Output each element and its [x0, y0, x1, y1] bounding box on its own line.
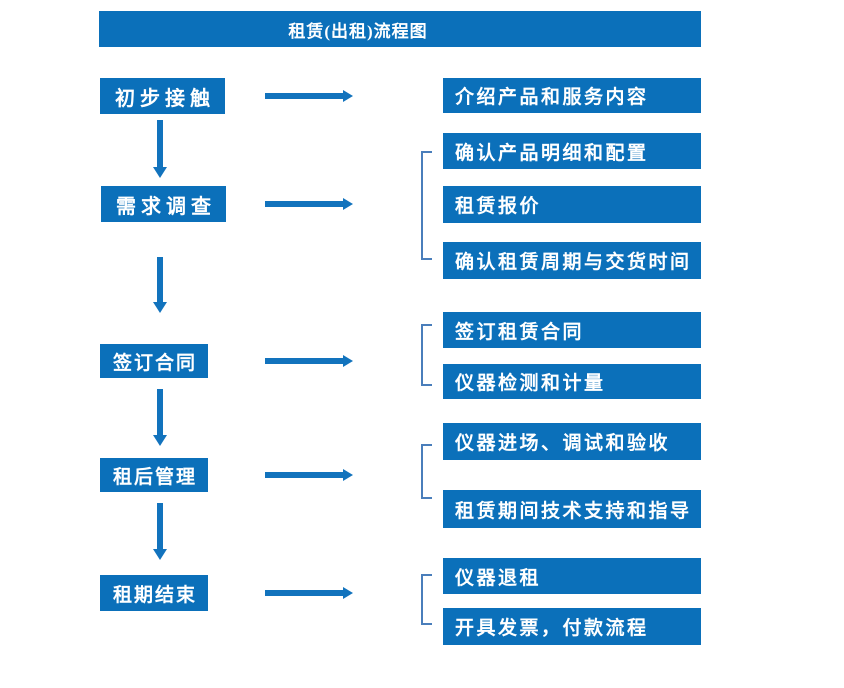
bracket-group-sign-contract [421, 324, 432, 386]
arrow-shaft [265, 358, 344, 364]
step-demand-survey: 需求调查 [101, 186, 226, 222]
bracket-group-rental-end [421, 574, 432, 625]
arrow-shaft [265, 201, 344, 207]
arrow-down-head-icon [153, 549, 167, 560]
detail-instrument-setup-acceptance: 仪器进场、调试和验收 [443, 423, 701, 460]
detail-invoice-payment-process: 开具发票，付款流程 [443, 608, 701, 645]
arrow-right-head-icon [343, 90, 353, 102]
step-rental-end: 租期结束 [100, 575, 208, 611]
arrow-shaft [265, 472, 344, 478]
detail-sign-rental-contract: 签订租赁合同 [443, 312, 701, 348]
arrow-down-demand-to-sign [153, 257, 167, 313]
arrow-right-head-icon [343, 198, 353, 210]
arrow-right-head-icon [343, 469, 353, 481]
detail-rental-quotation: 租赁报价 [443, 186, 701, 223]
arrow-right-sign-contract [265, 355, 353, 367]
arrow-down-initial-to-demand [153, 120, 167, 178]
arrow-down-head-icon [153, 302, 167, 313]
detail-introduce-products-services: 介绍产品和服务内容 [443, 78, 701, 113]
arrow-shaft [157, 389, 163, 436]
bracket-group-post-rental [421, 444, 432, 499]
arrow-down-head-icon [153, 435, 167, 446]
step-initial-contact: 初步接触 [100, 78, 225, 114]
detail-instrument-inspection-metering: 仪器检测和计量 [443, 364, 701, 399]
step-sign-contract: 签订合同 [100, 344, 208, 378]
arrow-down-post-to-end [153, 503, 167, 560]
arrow-shaft [157, 257, 163, 303]
page-title: 租赁(出租)流程图 [288, 21, 428, 41]
arrow-right-post-rental [265, 469, 353, 481]
detail-instrument-return: 仪器退租 [443, 558, 701, 594]
arrow-right-demand-survey [265, 198, 353, 210]
arrow-down-head-icon [153, 167, 167, 178]
detail-confirm-product-config: 确认产品明细和配置 [443, 133, 701, 169]
arrow-right-initial-contact [265, 90, 353, 102]
arrow-shaft [157, 503, 163, 550]
arrow-right-rental-end [265, 587, 353, 599]
bracket-group-demand-survey [421, 151, 432, 260]
arrow-shaft [265, 93, 344, 99]
arrow-down-sign-to-post [153, 389, 167, 446]
detail-technical-support-guidance: 租赁期间技术支持和指导 [443, 490, 701, 528]
flowchart-title-bar: 租赁(出租)流程图 [99, 11, 701, 47]
arrow-shaft [265, 590, 344, 596]
step-post-rental-management: 租后管理 [100, 458, 208, 492]
arrow-right-head-icon [343, 587, 353, 599]
detail-confirm-period-delivery: 确认租赁周期与交货时间 [443, 242, 701, 279]
arrow-right-head-icon [343, 355, 353, 367]
arrow-shaft [157, 120, 163, 168]
